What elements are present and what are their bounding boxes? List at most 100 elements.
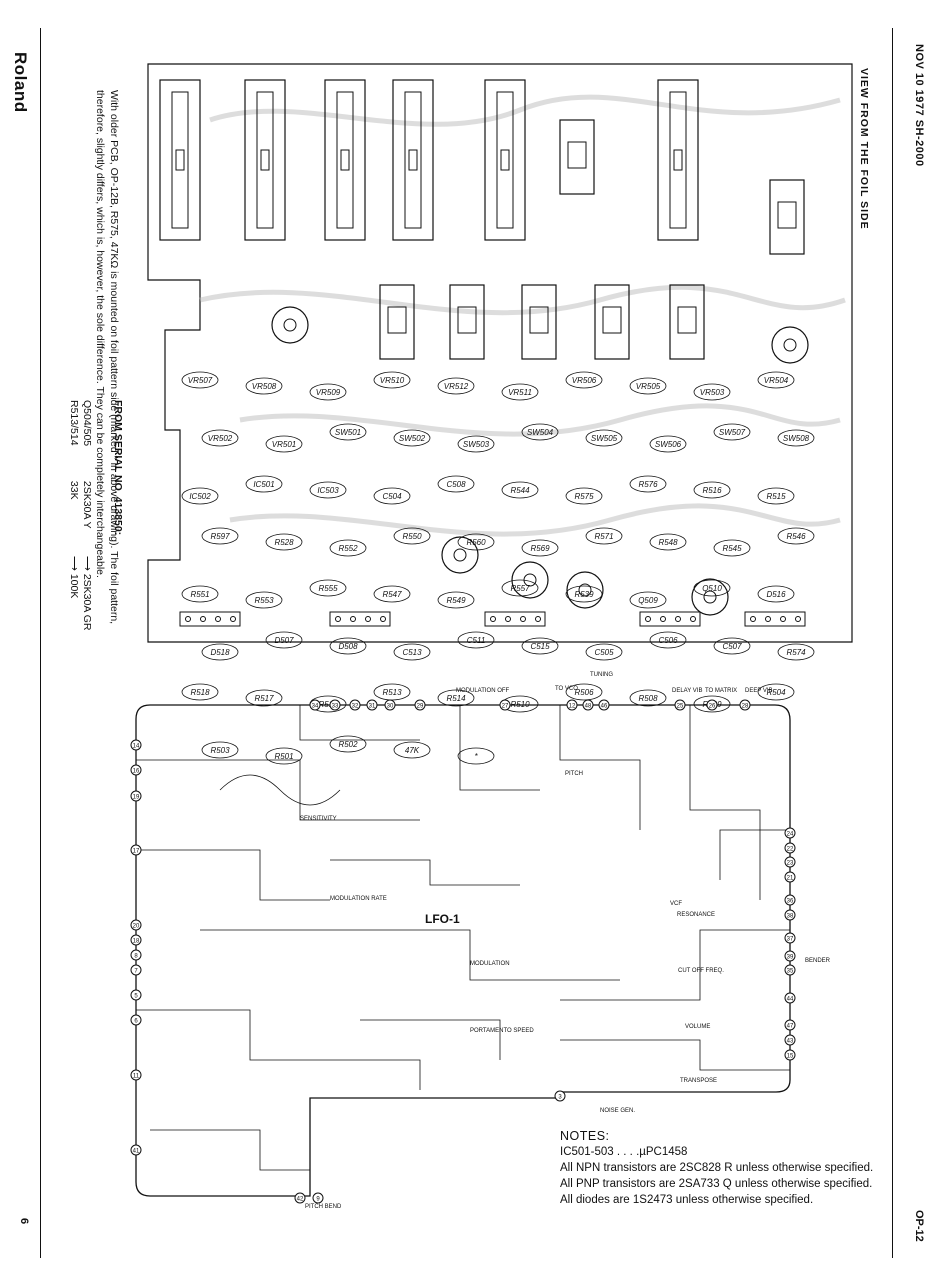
terminal-number: 32 (352, 704, 359, 710)
pcb-part-label-text: IC502 (189, 492, 211, 501)
pcb-part-label: C506 (649, 631, 687, 649)
pcb-part-label: VR502 (201, 429, 239, 447)
terminal: 23 (784, 856, 796, 868)
pcb-part-label: R518 (181, 683, 219, 701)
pcb-part-label-text: R518 (190, 688, 210, 697)
schematic-label: SENSITIVITY (300, 816, 337, 822)
pcb-part-label-text: C506 (658, 636, 678, 645)
schematic-label: PORTAMENTO SPEED (470, 1028, 534, 1034)
slider-pot (324, 79, 366, 241)
trim-pot (566, 571, 604, 609)
pcb-part-label-text: 47K (405, 746, 420, 755)
terminal-number: 24 (787, 832, 794, 838)
terminal-number: 22 (787, 847, 794, 853)
pcb-part-label-text: R501 (274, 752, 293, 761)
pcb-part-label-text: R550 (402, 532, 422, 541)
terminal-number: 3 (558, 1095, 562, 1101)
terminal: 19 (130, 790, 142, 802)
pcb-part-label: SW506 (649, 435, 687, 453)
trim-pot (271, 306, 309, 344)
terminal-number: 17 (133, 849, 140, 855)
pcb-part-label-text: R552 (338, 544, 358, 553)
terminal-number: 47 (787, 1024, 794, 1030)
terminal-number: 16 (133, 769, 140, 775)
terminal: 12 (566, 699, 578, 711)
pcb-part-label-text: R516 (702, 486, 722, 495)
pcb-part-label: R597 (201, 527, 239, 545)
slider-pot (244, 79, 286, 241)
terminal: 6 (130, 1014, 142, 1026)
terminal: 36 (784, 894, 796, 906)
pcb-part-label-text: R576 (638, 480, 658, 489)
terminal: 3 (554, 1090, 566, 1102)
terminal: 25 (674, 699, 686, 711)
terminal: 28 (739, 699, 751, 711)
terminal: 14 (130, 739, 142, 751)
pcb-part-label: VR508 (245, 377, 283, 395)
pcb-part-label: C507 (713, 637, 751, 655)
terminal: 7 (130, 964, 142, 976)
notes-line: All NPN transistors are 2SC828 R unless … (560, 1162, 874, 1174)
pcb-part-label-text: SW505 (591, 434, 618, 443)
switch-part (594, 284, 630, 360)
pcb-part-label-text: VR503 (700, 388, 725, 397)
pcb-part-label-text: SW508 (783, 434, 810, 443)
pcb-part-label-text: R539 (574, 590, 594, 599)
schematic-label: DEEP VIB (745, 688, 773, 694)
switch-part (559, 119, 595, 195)
terminal-number: 35 (787, 969, 794, 975)
pcb-part-label-text: R544 (510, 486, 530, 495)
schematic-label: VCF (670, 901, 682, 907)
pcb-part-label-text: C511 (467, 636, 486, 645)
terminal-number: 43 (787, 1039, 794, 1045)
pcb-outline (147, 63, 853, 643)
terminal-number: 48 (585, 704, 592, 710)
terminal-number: 5 (134, 994, 138, 1000)
terminal-number: 33 (332, 704, 339, 710)
pcb-part-label: R557 (501, 579, 539, 597)
pcb-part-label: D508 (329, 637, 367, 655)
terminal: 16 (130, 764, 142, 776)
pcb-part-label-text: R553 (254, 596, 274, 605)
terminal-number: 41 (133, 1149, 140, 1155)
lfo-label: LFO-1 (425, 912, 460, 926)
pcb-part-label: Q509 (629, 591, 667, 609)
pcb-part-label: VR503 (693, 383, 731, 401)
pcb-part-label: R574 (777, 643, 815, 661)
terminal: 15 (784, 1049, 796, 1061)
pcb-part-label: 47K (393, 741, 431, 759)
pcb-part-label-text: R515 (766, 492, 786, 501)
schematic-label: VOLUME (685, 1024, 710, 1030)
pcb-part-label-text: VR510 (380, 376, 405, 385)
terminal: 34 (309, 699, 321, 711)
schematic-label: PITCH (565, 771, 583, 777)
terminal-number: 42 (297, 1197, 304, 1203)
pcb-part-label-text: VR509 (316, 388, 341, 397)
pcb-part-label: D518 (201, 643, 239, 661)
connector-block (179, 611, 241, 627)
terminal: 30 (384, 699, 396, 711)
terminal-number: 14 (133, 744, 140, 750)
switch-part (449, 284, 485, 360)
pcb-part-label-text: C507 (722, 642, 742, 651)
schematic-label: TRANSPOSE (680, 1078, 717, 1084)
pcb-part-label: R503 (201, 741, 239, 759)
pcb-part-label: SW504 (521, 423, 559, 441)
terminal-number: 37 (787, 937, 794, 943)
pcb-part-label: R576 (629, 475, 667, 493)
pcb-part-label-text: VR501 (272, 440, 296, 449)
pcb-part-label: R506 (565, 683, 603, 701)
pcb-part-label: R552 (329, 539, 367, 557)
switch-part (669, 284, 705, 360)
pcb-part-label: R569 (521, 539, 559, 557)
pcb-part-label: R528 (265, 533, 303, 551)
terminal: 43 (784, 1034, 796, 1046)
schematic-label: CUT OFF FREQ. (678, 968, 724, 974)
pcb-part-label: VR512 (437, 377, 475, 395)
schematic-label: TO MATRIX (705, 688, 737, 694)
pcb-part-label-text: R514 (446, 694, 466, 703)
pcb-part-label-text: R545 (722, 544, 742, 553)
terminal: 48 (582, 699, 594, 711)
schematic-label: NOISE GEN. (600, 1108, 635, 1114)
